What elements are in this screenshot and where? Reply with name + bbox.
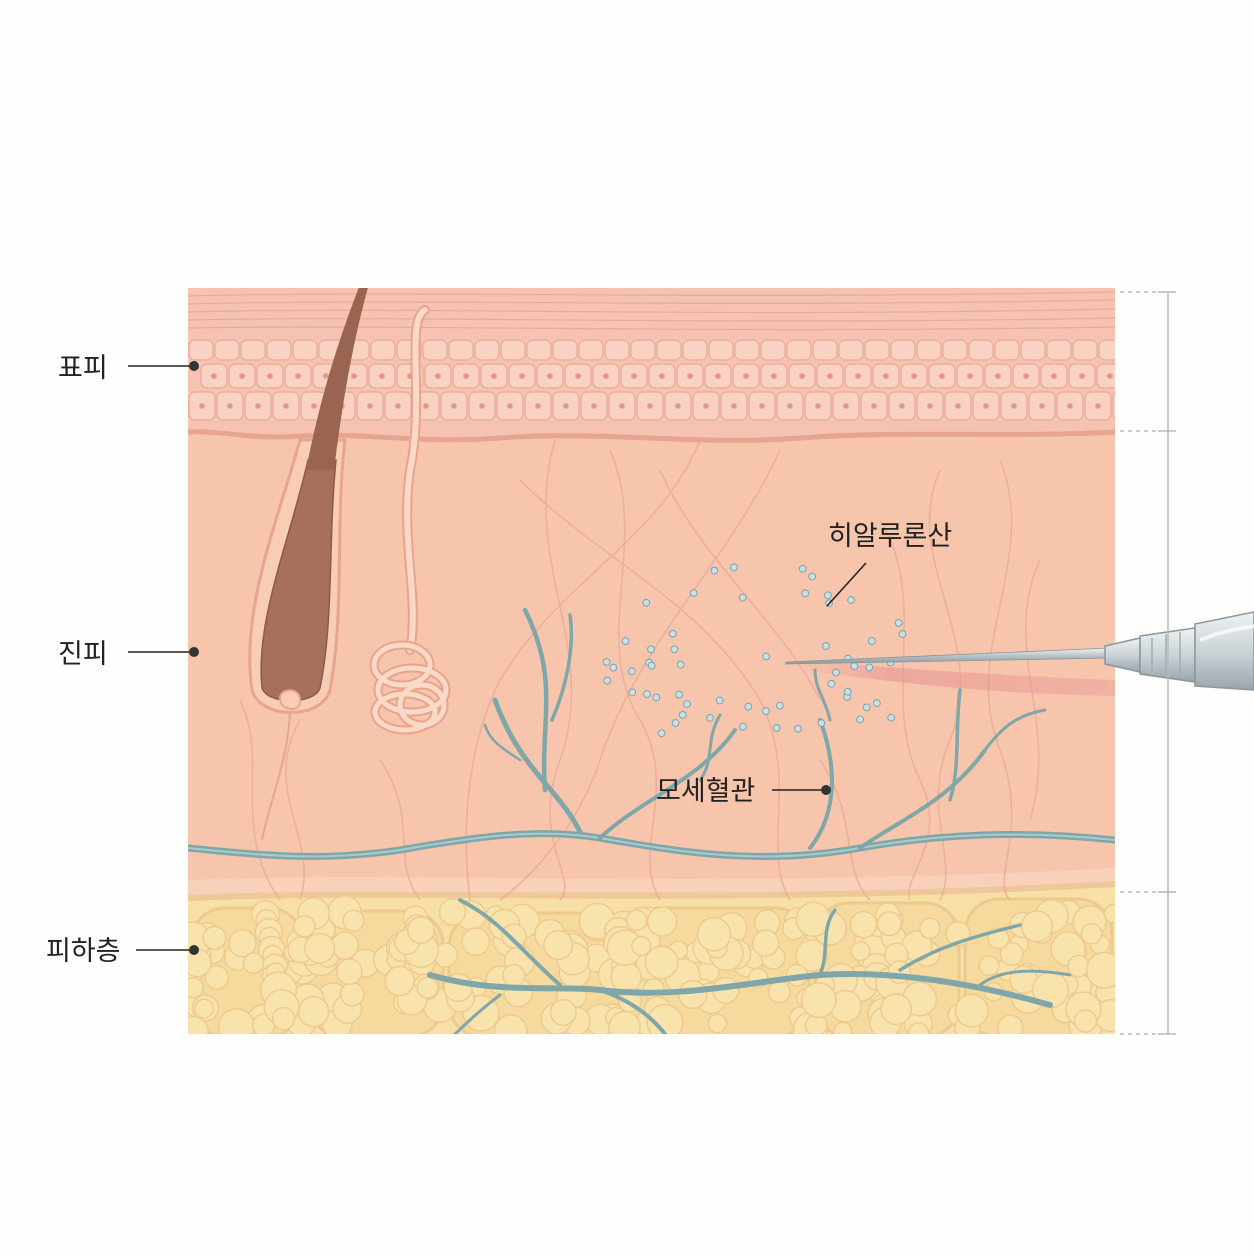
label-epidermis: 표피 bbox=[58, 353, 199, 384]
label-capillary-text: 모세혈관 bbox=[656, 776, 755, 807]
label-dermis: 진피 bbox=[58, 639, 199, 670]
label-hyaluronic-acid-text: 히알루론산 bbox=[828, 521, 952, 552]
label-dermis-text: 진피 bbox=[58, 639, 108, 670]
label-hypodermis-text: 피하층 bbox=[46, 936, 121, 967]
label-hypodermis: 피하층 bbox=[46, 936, 199, 967]
hypodermis-layer bbox=[176, 884, 1126, 1048]
label-epidermis-text: 표피 bbox=[58, 353, 108, 384]
